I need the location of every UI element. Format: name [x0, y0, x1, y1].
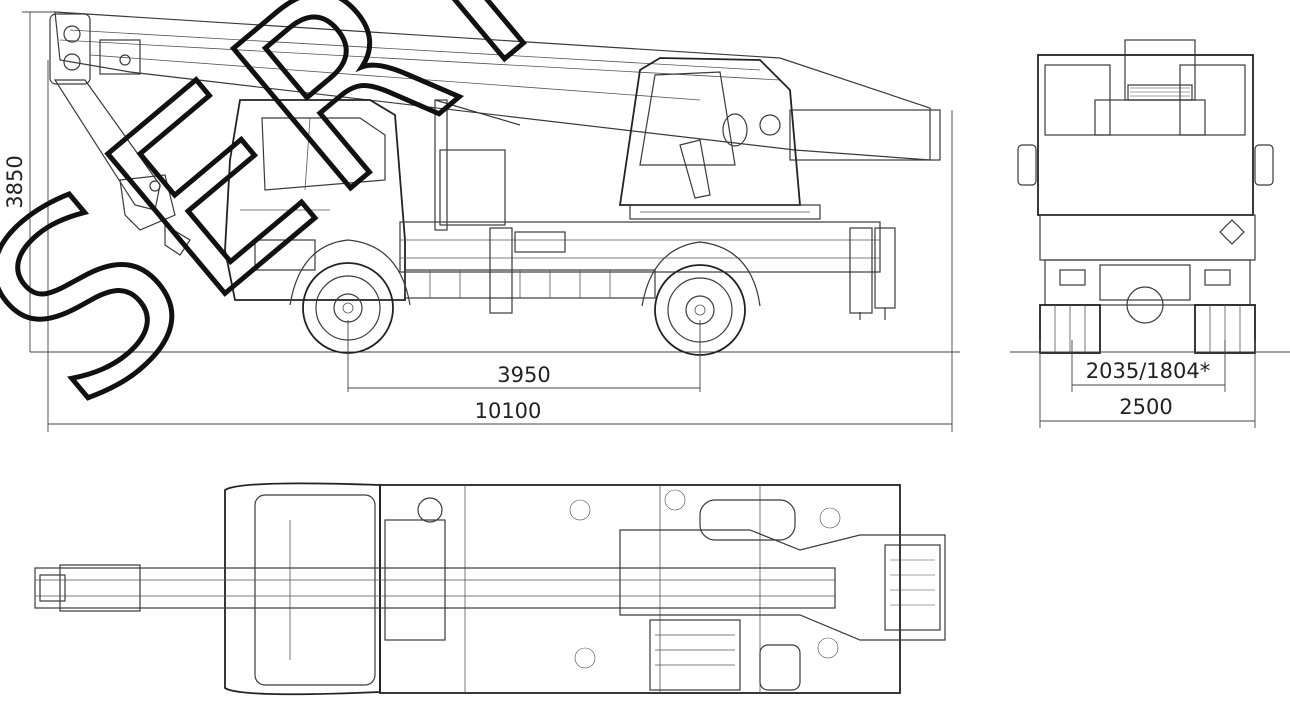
- boom-support-post: [434, 99, 448, 231]
- side-view: 3950 10100 3850: [3, 11, 960, 432]
- rear-wheel: [641, 241, 761, 356]
- luffing-cylinder-rod: [434, 99, 521, 126]
- boom: [49, 11, 931, 161]
- length-dimension: 10100: [475, 399, 542, 423]
- driver-cab: [224, 99, 406, 301]
- chassis-deck: [379, 484, 901, 694]
- width-dimension: 2500: [1119, 395, 1172, 419]
- watermark-text: SERT: [0, 0, 615, 460]
- top-cab: [224, 482, 381, 696]
- top-view: [34, 482, 946, 696]
- chassis-frame: [399, 149, 881, 299]
- operator-cabin: [618, 57, 941, 220]
- outriggers: [489, 227, 896, 320]
- top-boom: [34, 567, 836, 609]
- hook-arm: [53, 79, 191, 256]
- front-view: 2035/1804* 2500: [1010, 39, 1290, 428]
- wheelbase-dimension: 3950: [497, 363, 550, 387]
- height-dimension: 3850: [3, 155, 27, 208]
- track-dimension: 2035/1804*: [1086, 359, 1210, 383]
